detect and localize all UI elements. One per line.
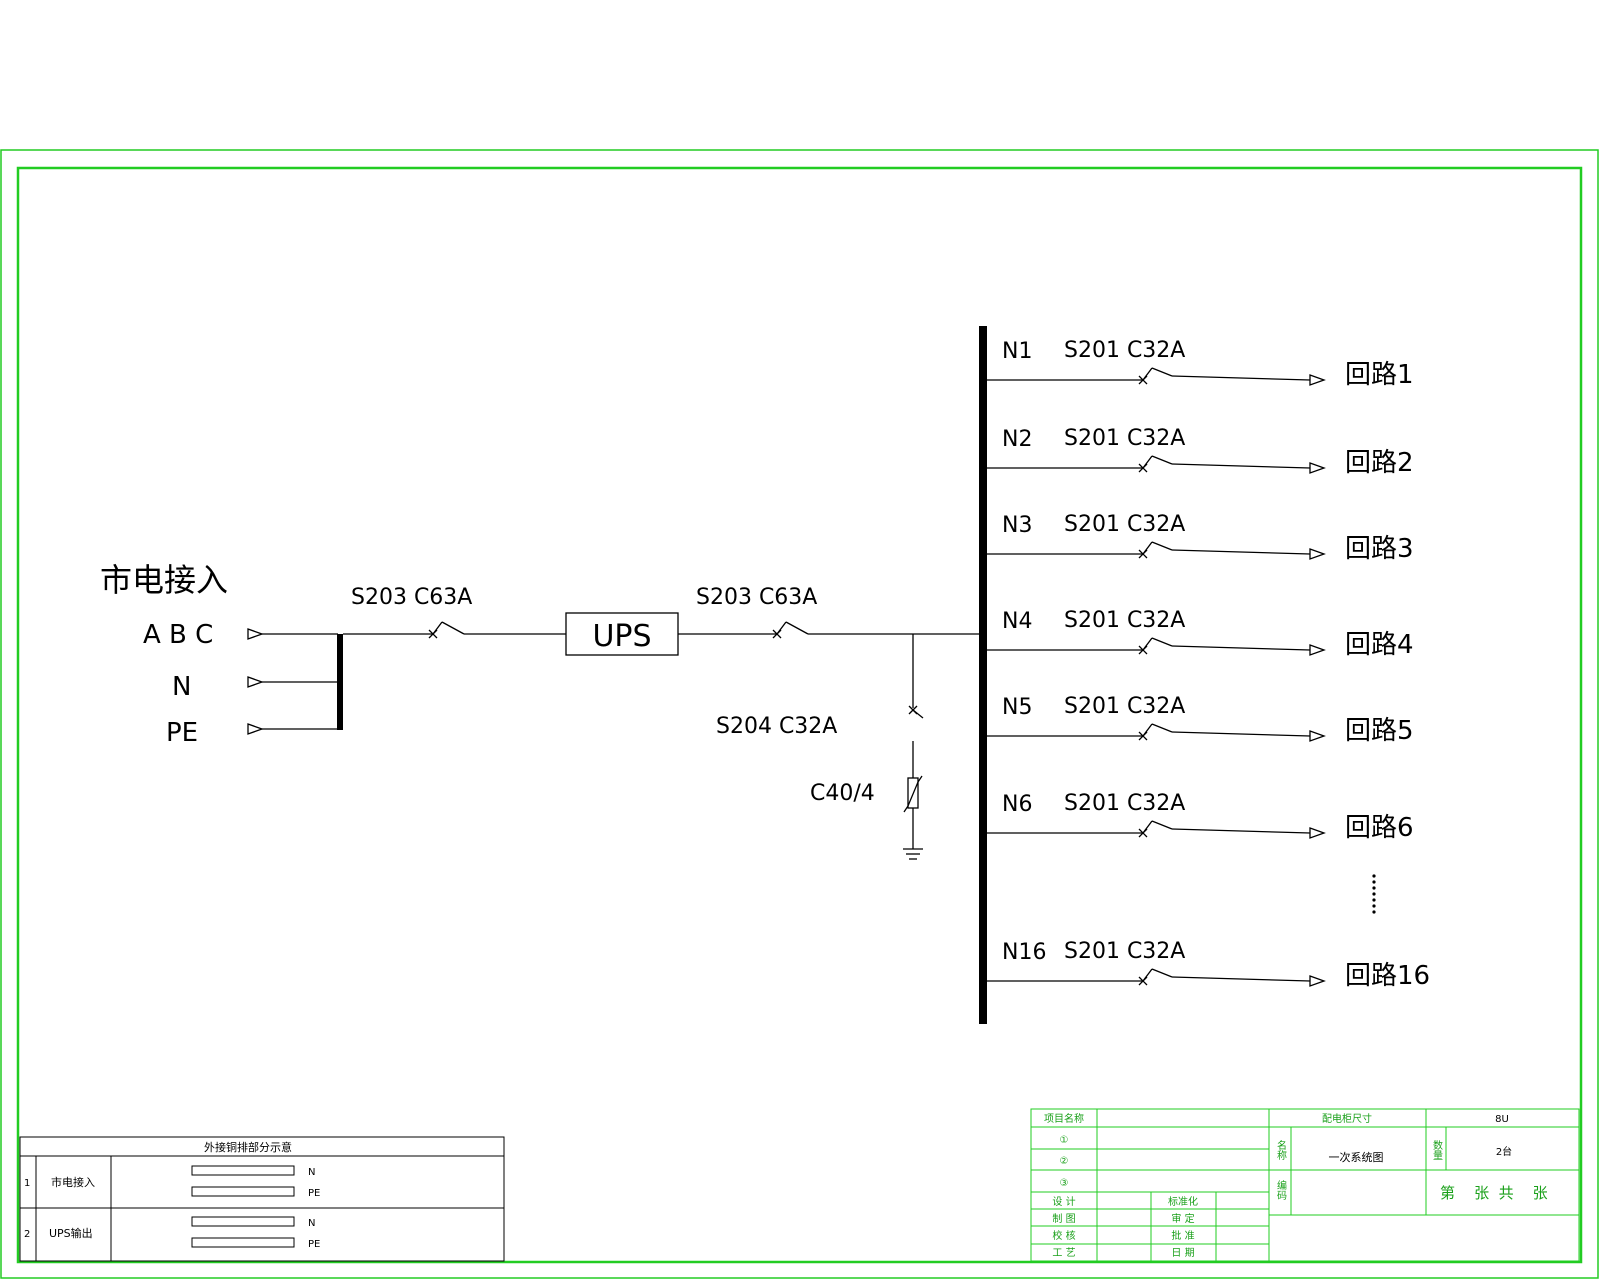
spd-label: C40/4	[810, 781, 875, 806]
terminal-icon	[1309, 374, 1326, 386]
title-role-check: 校 核	[1052, 1229, 1075, 1242]
title-role-process: 工 艺	[1052, 1247, 1075, 1259]
circuit-breaker-icon	[987, 723, 1326, 742]
title-project-name-label: 项目名称	[1044, 1112, 1084, 1125]
title-block	[1030, 1108, 1580, 1262]
circuit-name: 回路2	[1345, 448, 1414, 478]
circuit-id: N6	[1002, 792, 1032, 817]
circuit-id: N5	[1002, 695, 1032, 720]
distribution-busbar	[979, 326, 987, 1024]
circuit-breaker-icon	[987, 541, 1326, 560]
terminal-n-icon	[247, 676, 264, 688]
phase-label-abc: A B C	[143, 620, 213, 650]
title-role-standard: 标准化	[1168, 1195, 1198, 1208]
source-title: 市电接入	[100, 561, 228, 599]
busbar-table	[19, 1136, 505, 1262]
circuit-branch: N1 S201 C32A 回路1	[987, 338, 1414, 390]
circuit-breaker-label: S201 C32A	[1064, 426, 1185, 451]
terminal-icon	[1309, 462, 1326, 474]
busbar-row-2-index: 2	[24, 1229, 30, 1240]
output-breaker-icon	[772, 621, 809, 639]
phase-label-n: N	[172, 672, 191, 702]
circuit-breaker-label: S201 C32A	[1064, 791, 1185, 816]
title-role-date: 日 期	[1171, 1247, 1194, 1259]
circuit-id: N16	[1002, 940, 1046, 965]
circuit-breaker-icon	[987, 637, 1326, 656]
circuit-breaker-label: S201 C32A	[1064, 694, 1185, 719]
circuit-id: N4	[1002, 609, 1032, 634]
circuit-breaker-label: S201 C32A	[1064, 338, 1185, 363]
terminal-icon	[1309, 827, 1326, 839]
circuit-name: 回路5	[1345, 716, 1414, 746]
source-terminals	[247, 628, 338, 735]
spd-breaker-label: S204 C32A	[716, 714, 837, 739]
ground-icon	[903, 848, 923, 860]
circuit-breaker-label: S201 C32A	[1064, 939, 1185, 964]
busbar-row-1-index: 1	[24, 1178, 30, 1189]
title-cabinet-size-label: 配电柜尺寸	[1322, 1112, 1372, 1125]
title-item-1: ①	[1060, 1135, 1069, 1146]
busbar-row-1-bar-n: N	[308, 1167, 315, 1178]
circuit-name: 回路3	[1345, 534, 1414, 564]
input-breaker-label: S203 C63A	[351, 585, 472, 610]
circuit-name: 回路1	[1345, 360, 1414, 390]
terminal-icon	[1309, 975, 1326, 987]
circuit-branch: N6 S201 C32A 回路6	[987, 791, 1414, 843]
inner-frame	[16, 166, 1583, 1264]
title-name-label: 名称	[1275, 1139, 1287, 1161]
busbar-row-2-bar-pe: PE	[308, 1239, 320, 1250]
title-role-approve: 批 准	[1171, 1229, 1194, 1242]
circuit-branch: N4 S201 C32A 回路4	[987, 608, 1414, 660]
circuit-id: N1	[1002, 339, 1032, 364]
circuit-branch: N3 S201 C32A 回路3	[987, 512, 1414, 564]
input-busbar	[337, 634, 343, 730]
title-role-design: 设 计	[1052, 1195, 1075, 1208]
terminal-icon	[1309, 644, 1326, 656]
title-sheet-text: 第 张 共 张	[1440, 1184, 1548, 1202]
title-item-3: ③	[1060, 1178, 1069, 1189]
circuit-name: 回路16	[1345, 961, 1430, 991]
circuit-breaker-label: S201 C32A	[1064, 512, 1185, 537]
circuit-breaker-icon	[987, 367, 1326, 386]
busbar-row-1-bar-pe: PE	[308, 1188, 320, 1199]
terminal-abc-icon	[247, 628, 264, 640]
circuit-name: 回路6	[1345, 813, 1414, 843]
title-role-drafting: 制 图	[1052, 1212, 1075, 1225]
terminal-pe-icon	[247, 723, 264, 735]
busbar-row-2-name: UPS输出	[49, 1226, 93, 1240]
circuit-branch: N2 S201 C32A 回路2	[987, 426, 1414, 478]
circuit-branch: N16 S201 C32A 回路16	[987, 939, 1430, 991]
busbar-table-title: 外接铜排部分示意	[204, 1140, 292, 1154]
ups-box	[565, 612, 679, 656]
output-breaker-label: S203 C63A	[696, 585, 817, 610]
title-cabinet-size-value: 8U	[1495, 1114, 1509, 1125]
surge-arrester-icon	[903, 775, 923, 849]
terminal-icon	[1309, 548, 1326, 560]
circuit-branch: N5 S201 C32A 回路5	[987, 694, 1414, 746]
busbar-row-1-name: 市电接入	[51, 1175, 95, 1189]
title-role-review: 审 定	[1171, 1212, 1194, 1225]
title-code-label: 编码	[1275, 1179, 1287, 1201]
circuit-name: 回路4	[1345, 630, 1414, 660]
outer-frame	[0, 149, 1599, 1279]
busbar-row-2-bar-n: N	[308, 1218, 315, 1229]
circuit-breaker-label: S201 C32A	[1064, 608, 1185, 633]
title-qty-label: 数量	[1431, 1139, 1443, 1160]
input-breaker-icon	[428, 621, 465, 639]
circuit-id: N3	[1002, 513, 1032, 538]
circuit-breaker-icon	[987, 968, 1326, 987]
phase-label-pe: PE	[166, 718, 198, 748]
title-item-2: ②	[1060, 1156, 1069, 1167]
spd-branch	[908, 634, 924, 778]
title-name-value: 一次系统图	[1329, 1150, 1384, 1164]
continuation-dots	[1372, 874, 1376, 914]
circuit-id: N2	[1002, 427, 1032, 452]
title-qty-value: 2台	[1496, 1145, 1512, 1158]
terminal-icon	[1309, 730, 1326, 742]
circuit-breaker-icon	[987, 820, 1326, 839]
ups-label: UPS	[592, 619, 651, 654]
circuit-breaker-icon	[987, 455, 1326, 474]
